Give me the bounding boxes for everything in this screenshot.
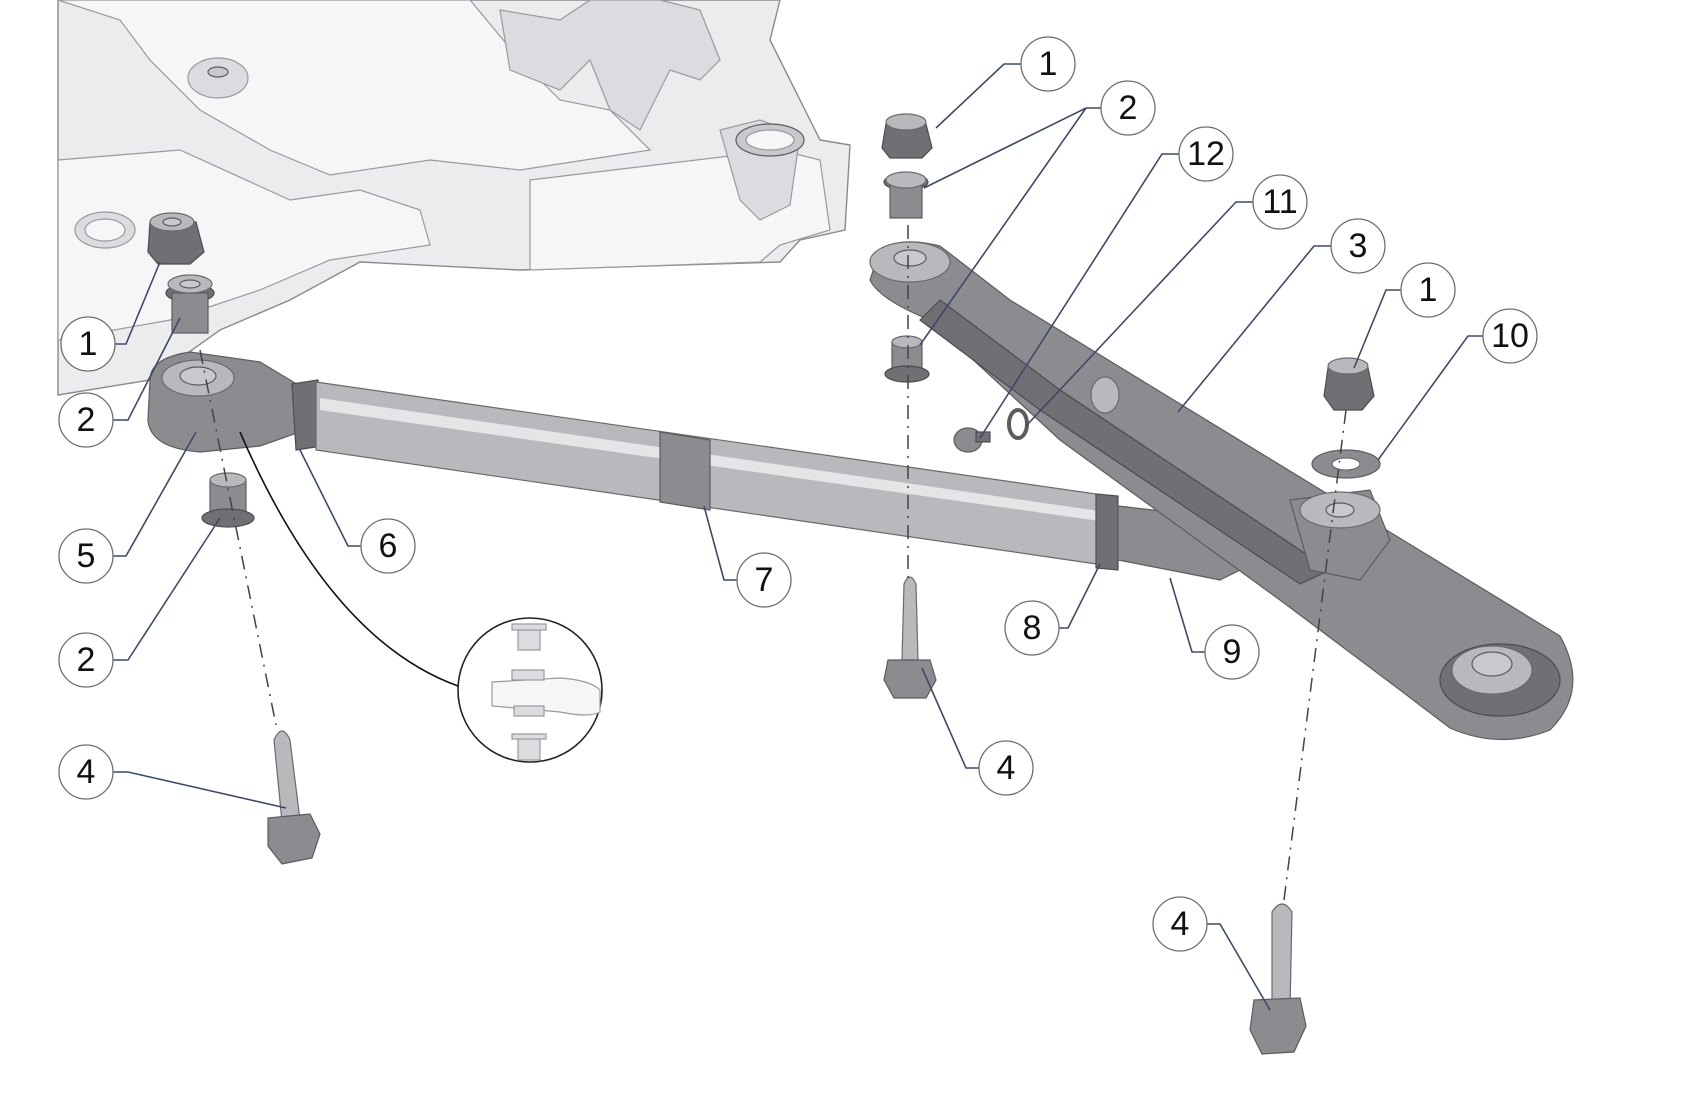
svg-text:5: 5 [77, 537, 96, 575]
svg-text:1: 1 [1419, 271, 1438, 309]
svg-text:4: 4 [77, 753, 96, 791]
callout-4-middle: 4 [978, 740, 1034, 796]
assembly-axes [199, 225, 1347, 901]
bolt-4-middle [883, 576, 937, 699]
callout-3: 3 [1330, 218, 1386, 274]
callout-1-top: 1 [1020, 36, 1076, 92]
callout-4-right: 4 [1152, 896, 1208, 952]
left-nut-1 [147, 212, 205, 265]
svg-text:3: 3 [1349, 227, 1368, 265]
callout-5: 5 [58, 528, 114, 584]
svg-text:1: 1 [1039, 45, 1058, 83]
left-bushing-2-top [165, 274, 215, 334]
lower-bushing-2-mid [884, 335, 930, 383]
svg-text:4: 4 [1171, 905, 1190, 943]
callout-12: 12 [1178, 126, 1234, 182]
svg-text:8: 8 [1023, 609, 1042, 647]
svg-text:6: 6 [379, 527, 398, 565]
svg-text:2: 2 [1119, 89, 1138, 127]
tie-rod-assembly [147, 351, 1262, 581]
rivet-12 [953, 427, 991, 453]
ring-11 [1007, 408, 1029, 440]
callout-11: 11 [1252, 174, 1308, 230]
callout-2-left-upper: 2 [58, 392, 114, 448]
svg-text:11: 11 [1262, 183, 1297, 221]
svg-text:7: 7 [755, 561, 774, 599]
svg-text:12: 12 [1187, 135, 1225, 173]
svg-text:1: 1 [79, 325, 98, 363]
callout-8: 8 [1004, 600, 1060, 656]
callout-6: 6 [360, 518, 416, 574]
callout-10: 10 [1482, 308, 1538, 364]
callout-7: 7 [736, 552, 792, 608]
leader-lines [112, 63, 1484, 1011]
bolt-4-right [1249, 903, 1307, 1055]
callout-9: 9 [1204, 624, 1260, 680]
svg-text:2: 2 [77, 401, 96, 439]
top-bushing-2 [883, 171, 929, 219]
svg-text:4: 4 [997, 749, 1016, 787]
svg-text:2: 2 [77, 641, 96, 679]
top-nut-1 [881, 113, 933, 159]
callout-1-left: 1 [60, 316, 116, 372]
callout-1-right: 1 [1400, 262, 1456, 318]
left-lower-bushing-2 [201, 472, 255, 528]
callout-2-top: 2 [1100, 80, 1156, 136]
callout-4-left: 4 [58, 744, 114, 800]
bolt-4-left [267, 730, 321, 865]
callout-2-left-lower: 2 [58, 632, 114, 688]
right-nut-1 [1323, 357, 1375, 411]
svg-text:9: 9 [1223, 633, 1242, 671]
detail-inset [239, 431, 603, 763]
svg-text:10: 10 [1491, 317, 1529, 355]
callouts: 1 2 12 11 3 1 10 1 2 5 6 7 2 8 9 4 4 4 [58, 36, 1538, 952]
subframe [57, 0, 851, 396]
washer-10 [1311, 449, 1381, 479]
